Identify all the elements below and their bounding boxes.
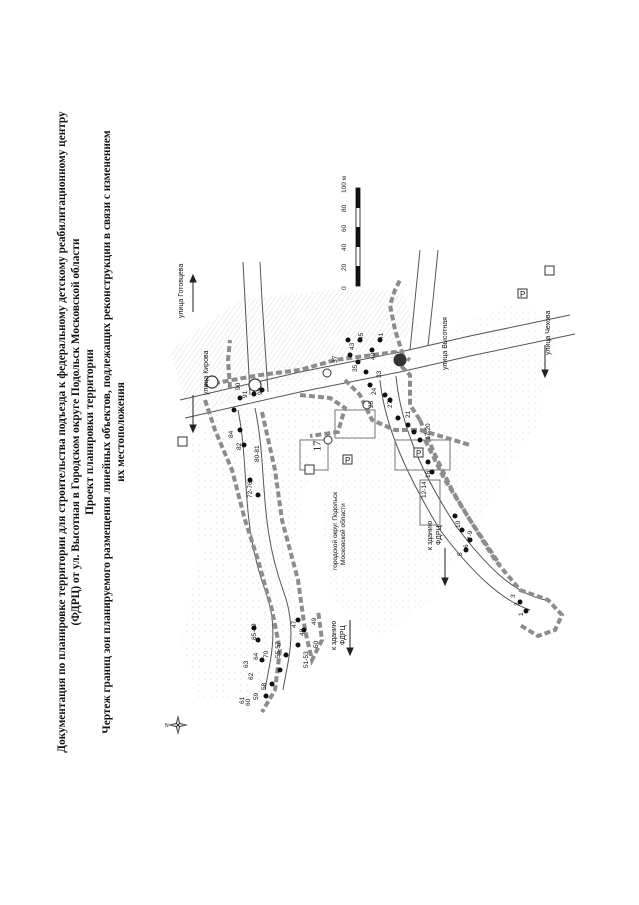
point-label: 40 (370, 352, 377, 360)
scale-tick-20: 20 (341, 263, 348, 271)
map-symbols: P P P (177, 265, 555, 475)
point-label: 80-81 (254, 445, 261, 462)
point-label: 12-14 (421, 481, 428, 498)
point-label: 91 (242, 390, 249, 398)
district-label-line1: городской округ Подольск (331, 492, 339, 570)
point-label: 47 (291, 620, 298, 628)
point-label: 82 (236, 442, 243, 450)
point-label: 27 (387, 400, 394, 408)
street-labels: улица Кирова улица Высотная улица Чехова… (178, 264, 552, 395)
point-label: 84 (228, 430, 235, 438)
point-label: 2 (514, 602, 521, 606)
point-label: 61 (239, 696, 246, 704)
point-label: 37 (332, 355, 339, 363)
district-label-line2: Московской области (339, 503, 347, 565)
point-label: 7-9 (467, 530, 474, 540)
point-label: 5 (457, 552, 464, 556)
point-label: 63 (243, 660, 250, 668)
point-label: 16 (425, 470, 432, 478)
survey-points (231, 337, 529, 699)
parking-sign: P (416, 449, 421, 458)
street-label-vysotnaya: улица Высотная (442, 317, 449, 370)
arrow-label-fdrc-1-line1: к зданию (427, 521, 434, 550)
point-label: 25 (368, 400, 375, 408)
scale-tick-60: 60 (341, 224, 348, 232)
point-label: 65-69 (251, 623, 258, 640)
scale-tick-100: 100 м (341, 175, 348, 193)
direction-arrows (189, 273, 549, 657)
scale-tick-80: 80 (341, 204, 348, 212)
point-label: 60 (245, 698, 252, 706)
point-label: 72-76 (247, 481, 254, 498)
point-label: 90 (235, 382, 242, 390)
point-label: 59 (253, 692, 260, 700)
point-label: 21 (405, 410, 412, 418)
parking-sign-2: P (520, 290, 525, 299)
arrow-label-fdrc-2-line1: к зданию (331, 621, 338, 650)
point-label: 51-53 (303, 651, 310, 668)
point-label: 1 (518, 612, 525, 616)
point-label: 58 (261, 682, 268, 690)
point-label: 10 (455, 520, 462, 528)
point-label: 70 (263, 650, 270, 658)
point-label: 62 (248, 672, 255, 680)
point-label: 43 (349, 342, 356, 350)
point-label: 3 (510, 594, 517, 598)
point-labels: 1 2 3 5 6 7-9 10 12-14 16 17-20 21 27 24… (228, 332, 525, 706)
point-label: 49 (311, 617, 318, 625)
point-label: 45 (358, 332, 365, 340)
point-label: 41 (378, 332, 385, 340)
scale-tick-0: 0 (341, 286, 348, 290)
point-label: 6 (463, 544, 470, 548)
point-label: 48 (299, 628, 306, 636)
point-label: 17-20 (425, 423, 432, 440)
arrow-label-fdrc-2-line2: ФДРЦ (340, 625, 347, 645)
point-label: 64 (253, 652, 260, 660)
point-label: 50 (313, 640, 320, 648)
street-label-chekhova: улица Чехова (545, 310, 552, 355)
point-label: 55-57 (275, 641, 282, 658)
arrow-label-fdrc-1-line2: ФДРЦ (436, 525, 443, 545)
point-label: 33 (376, 370, 383, 378)
point-label: 92 (257, 387, 264, 395)
compass-rose-icon: N (165, 715, 188, 735)
svg-text:N: N (165, 723, 169, 729)
zone-boundaries (203, 279, 565, 714)
point-label: 35 (352, 364, 359, 372)
parking-sign-3: P (345, 456, 350, 465)
scale-tick-40: 40 (341, 243, 348, 251)
scale-bar: 0 20 40 60 80 100 м (341, 175, 361, 290)
street-label-kirova: улица Кирова (203, 350, 210, 395)
street-label-gotovtseva: улица Готовцева (178, 264, 185, 318)
point-label: 24 (371, 387, 378, 395)
